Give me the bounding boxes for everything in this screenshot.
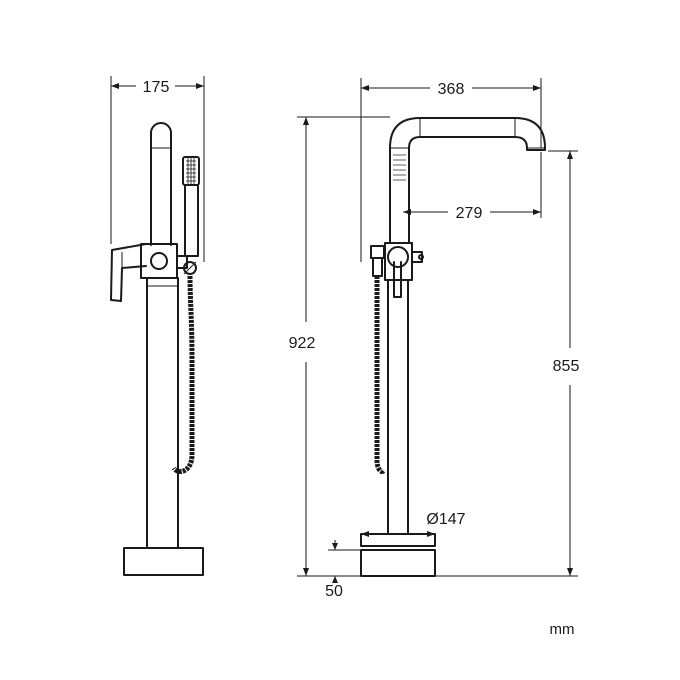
front-view: 368 279	[289, 78, 580, 600]
front-diverter	[411, 251, 424, 263]
dimension-spout-height-label: 855	[553, 358, 580, 375]
side-body-column	[146, 277, 179, 549]
side-diverter	[176, 255, 197, 275]
dimension-base-height-label: 50	[325, 583, 343, 600]
front-hose-connector	[370, 245, 385, 277]
side-base	[123, 547, 204, 576]
dimension-922: 922	[289, 116, 390, 577]
side-valve-knob	[150, 252, 168, 270]
front-hose	[374, 276, 387, 474]
side-view: 175	[110, 76, 205, 576]
side-hose	[171, 275, 195, 474]
dimension-368: 368	[360, 78, 542, 262]
front-spout-tube	[389, 117, 546, 244]
dimension-175: 175	[110, 76, 205, 262]
side-spout-tube	[150, 122, 172, 246]
front-mixer-body	[384, 242, 413, 281]
dimension-base-diameter-label: Ø147	[426, 511, 465, 528]
side-lever-handle	[110, 243, 147, 302]
dimension-279: 279	[403, 152, 542, 222]
front-mixer-knob	[387, 246, 409, 268]
dimension-spout-reach-label: 279	[456, 205, 483, 222]
side-hand-shower	[182, 156, 200, 257]
front-lever-handle	[393, 261, 402, 298]
dimension-overall-reach-label: 368	[438, 81, 465, 98]
dimension-855: 855	[436, 150, 580, 577]
unit-label: mm	[550, 621, 575, 638]
front-spout-hatch	[393, 154, 406, 181]
dimension-side-width-label: 175	[143, 79, 170, 96]
front-body-column	[387, 279, 409, 535]
dimension-total-height-label: 922	[289, 335, 316, 352]
dimension-147: Ø147	[361, 511, 466, 537]
side-mixer-body	[140, 243, 178, 279]
dimension-50: 50	[325, 540, 360, 600]
front-base	[360, 533, 436, 577]
